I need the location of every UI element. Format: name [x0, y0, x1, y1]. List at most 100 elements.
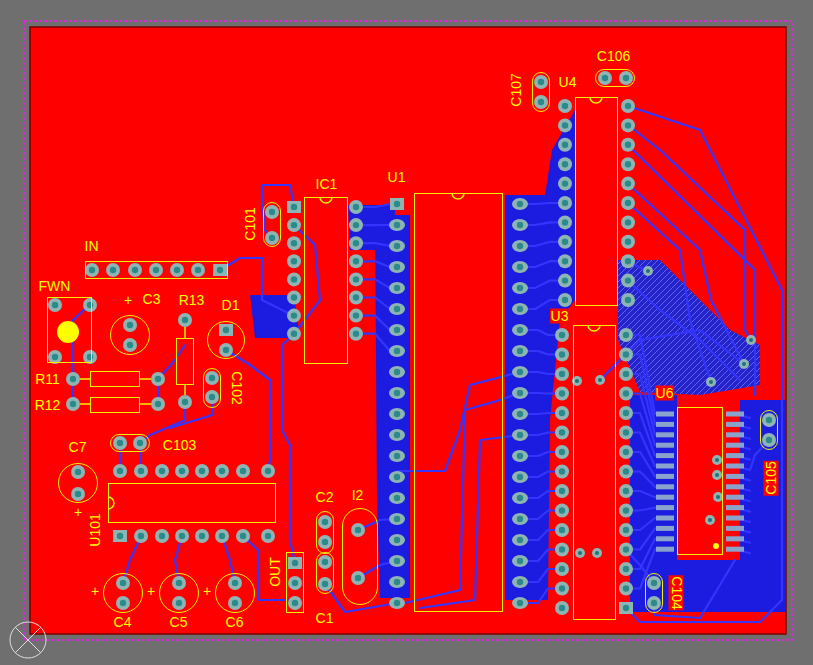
- pad-hole: [623, 449, 629, 455]
- pad-hole: [353, 204, 359, 210]
- pad-hole: [394, 474, 400, 480]
- pad: [389, 471, 405, 483]
- pad: [598, 71, 612, 85]
- pad: [656, 464, 674, 469]
- square-pad: [213, 264, 227, 276]
- oval-pad: [389, 303, 405, 315]
- pad-hole: [159, 468, 165, 474]
- pad: [619, 367, 633, 381]
- pad-hole: [353, 258, 359, 264]
- smd-pad: [656, 536, 674, 541]
- pad: [656, 536, 674, 541]
- pad: [656, 412, 674, 417]
- pad-hole: [355, 527, 361, 533]
- round-pad: [236, 464, 250, 478]
- pad: [534, 75, 548, 89]
- round-pad: [228, 596, 242, 610]
- oval-pad: [512, 513, 528, 525]
- copper-trace: [626, 539, 665, 569]
- copper-trace: [397, 372, 520, 471]
- part-designator: IC1: [315, 176, 339, 191]
- part-designator: C3: [142, 291, 162, 306]
- capacitor-outline: C107: [532, 72, 550, 112]
- copper-pour: [375, 215, 410, 598]
- round-pad: [116, 576, 130, 590]
- round-pad: [128, 263, 142, 277]
- pad: [656, 422, 674, 427]
- round-pad: [195, 464, 209, 478]
- round-pad: [113, 464, 127, 478]
- oval-pad: [389, 471, 405, 483]
- diode-outline: D1: [207, 321, 245, 359]
- oval-pad: [389, 345, 405, 357]
- pad-hole: [623, 429, 629, 435]
- pad-hole: [394, 348, 400, 354]
- pad: [113, 530, 127, 542]
- pad: [726, 484, 744, 489]
- smd-pad: [726, 453, 744, 458]
- pad: [512, 198, 528, 210]
- via-hole: [715, 458, 719, 462]
- round-pad: [349, 254, 363, 268]
- via-hole: [578, 551, 582, 555]
- pad-hole: [623, 410, 629, 416]
- round-pad: [151, 372, 165, 386]
- pad: [555, 367, 569, 381]
- pad: [349, 272, 363, 286]
- pad: [175, 464, 189, 478]
- round-pad: [133, 436, 147, 450]
- pad: [318, 535, 332, 549]
- dip-chip-outline: U4: [575, 97, 618, 306]
- pad: [287, 254, 301, 268]
- oval-pad: [512, 408, 528, 420]
- pad: [389, 555, 405, 567]
- round-pad: [555, 543, 569, 557]
- pad: [726, 474, 744, 479]
- round-pad: [555, 582, 569, 596]
- pad: [261, 464, 275, 478]
- via-hole: [742, 362, 746, 366]
- pad: [555, 504, 569, 518]
- pad-hole: [538, 99, 544, 105]
- electrolytic-capacitor-outline: C7: [58, 463, 98, 503]
- pad: [172, 596, 186, 610]
- smd-pad: [726, 474, 744, 479]
- oval-pad: [512, 387, 528, 399]
- pad: [558, 157, 572, 171]
- polarity-mark: +: [146, 584, 156, 599]
- pad-hole: [291, 331, 297, 337]
- pad: [619, 406, 633, 420]
- round-pad: [288, 576, 302, 590]
- pad: [349, 309, 363, 323]
- pad-hole: [517, 264, 523, 270]
- round-pad: [534, 95, 548, 109]
- pad-hole: [562, 180, 568, 186]
- round-pad: [621, 138, 635, 152]
- round-pad: [205, 390, 219, 404]
- via-hole: [575, 379, 579, 383]
- pad: [726, 495, 744, 500]
- pad: [619, 484, 633, 498]
- pad-hole: [394, 306, 400, 312]
- pad: [558, 215, 572, 229]
- pad-hole: [517, 432, 523, 438]
- pad: [349, 327, 363, 341]
- pad: [726, 453, 744, 458]
- copper-trace: [222, 536, 235, 583]
- round-pad: [555, 484, 569, 498]
- origin-marker: [10, 622, 46, 658]
- smd-pad: [656, 505, 674, 510]
- pad-hole: [625, 297, 631, 303]
- pad: [619, 71, 633, 85]
- round-pad: [555, 465, 569, 479]
- pad: [512, 345, 528, 357]
- pad: [558, 254, 572, 268]
- via-hole: [715, 473, 719, 477]
- pad-hole: [559, 527, 565, 533]
- pad: [349, 291, 363, 305]
- pad-hole: [559, 585, 565, 591]
- round-pad: [106, 263, 120, 277]
- pad-hole: [75, 491, 81, 497]
- pad-hole: [559, 566, 565, 572]
